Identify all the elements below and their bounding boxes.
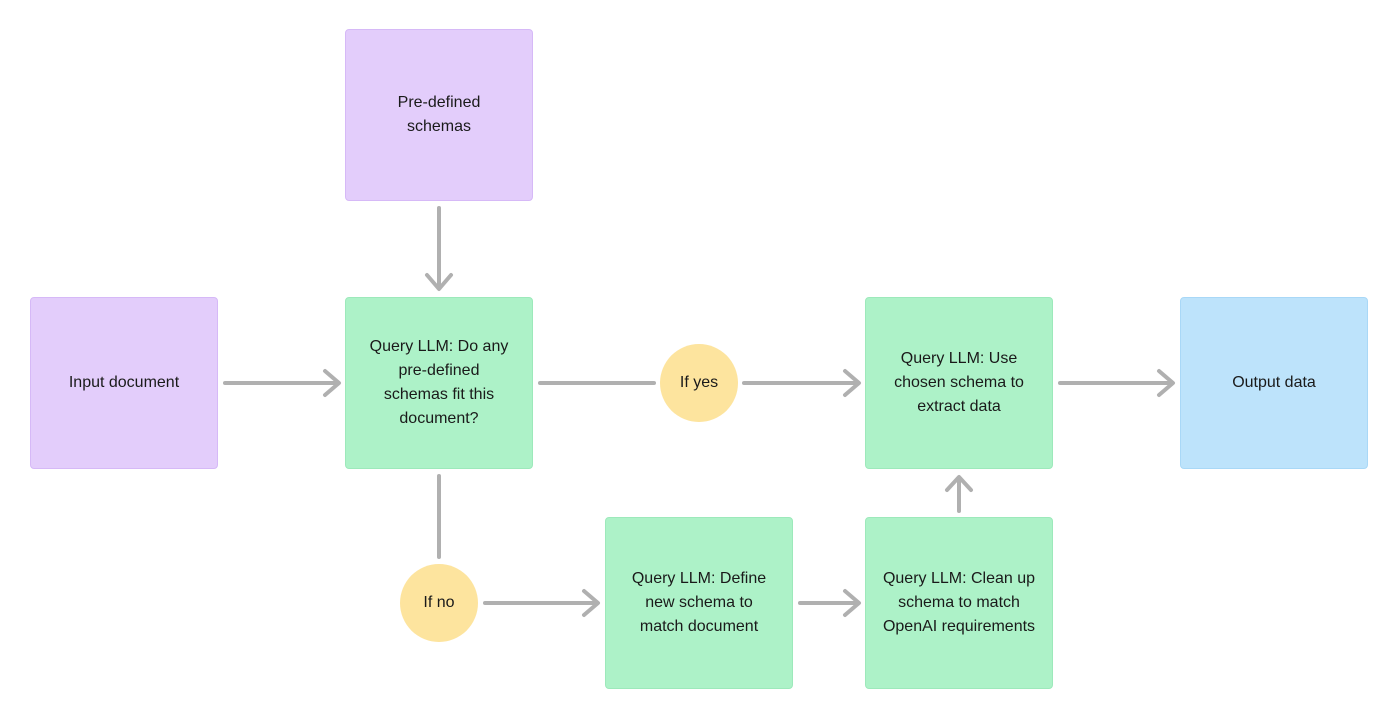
input-document-label: Input document (68, 374, 180, 391)
query-fit-node: Query LLM: Do any pre-defined schemas fi… (345, 297, 533, 469)
if-no-label: If no (423, 594, 455, 611)
query-use-node: Query LLM: Use chosen schema to extract … (865, 297, 1053, 469)
query-clean-node: Query LLM: Clean up schema to match Open… (865, 517, 1053, 689)
predefined-schemas-label: Pre-defined schemas (397, 94, 481, 135)
arrowhead-define-to-clean (843, 589, 861, 617)
if-yes-decision: If yes (660, 344, 738, 422)
arrowhead-schemas-to-query (425, 273, 453, 291)
output-data-node: Output data (1180, 297, 1368, 469)
if-yes-label: If yes (679, 374, 719, 391)
arrowhead-clean-to-use (945, 475, 973, 492)
input-document-node: Input document (30, 297, 218, 469)
arrowhead-if-yes-to-use (843, 369, 861, 397)
query-clean-label: Query LLM: Clean up schema to match Open… (882, 570, 1036, 635)
query-define-node: Query LLM: Define new schema to match do… (605, 517, 793, 689)
arrowhead-use-to-output (1157, 369, 1175, 397)
query-define-label: Query LLM: Define new schema to match do… (631, 570, 767, 635)
arrowhead-if-no-to-define (582, 589, 600, 617)
query-fit-label: Query LLM: Do any pre-defined schemas fi… (369, 338, 509, 427)
arrowhead-input-to-query (323, 369, 341, 397)
query-use-label: Query LLM: Use chosen schema to extract … (894, 350, 1024, 415)
output-data-label: Output data (1232, 374, 1316, 391)
if-no-decision: If no (400, 564, 478, 642)
predefined-schemas-node: Pre-defined schemas (345, 29, 533, 201)
